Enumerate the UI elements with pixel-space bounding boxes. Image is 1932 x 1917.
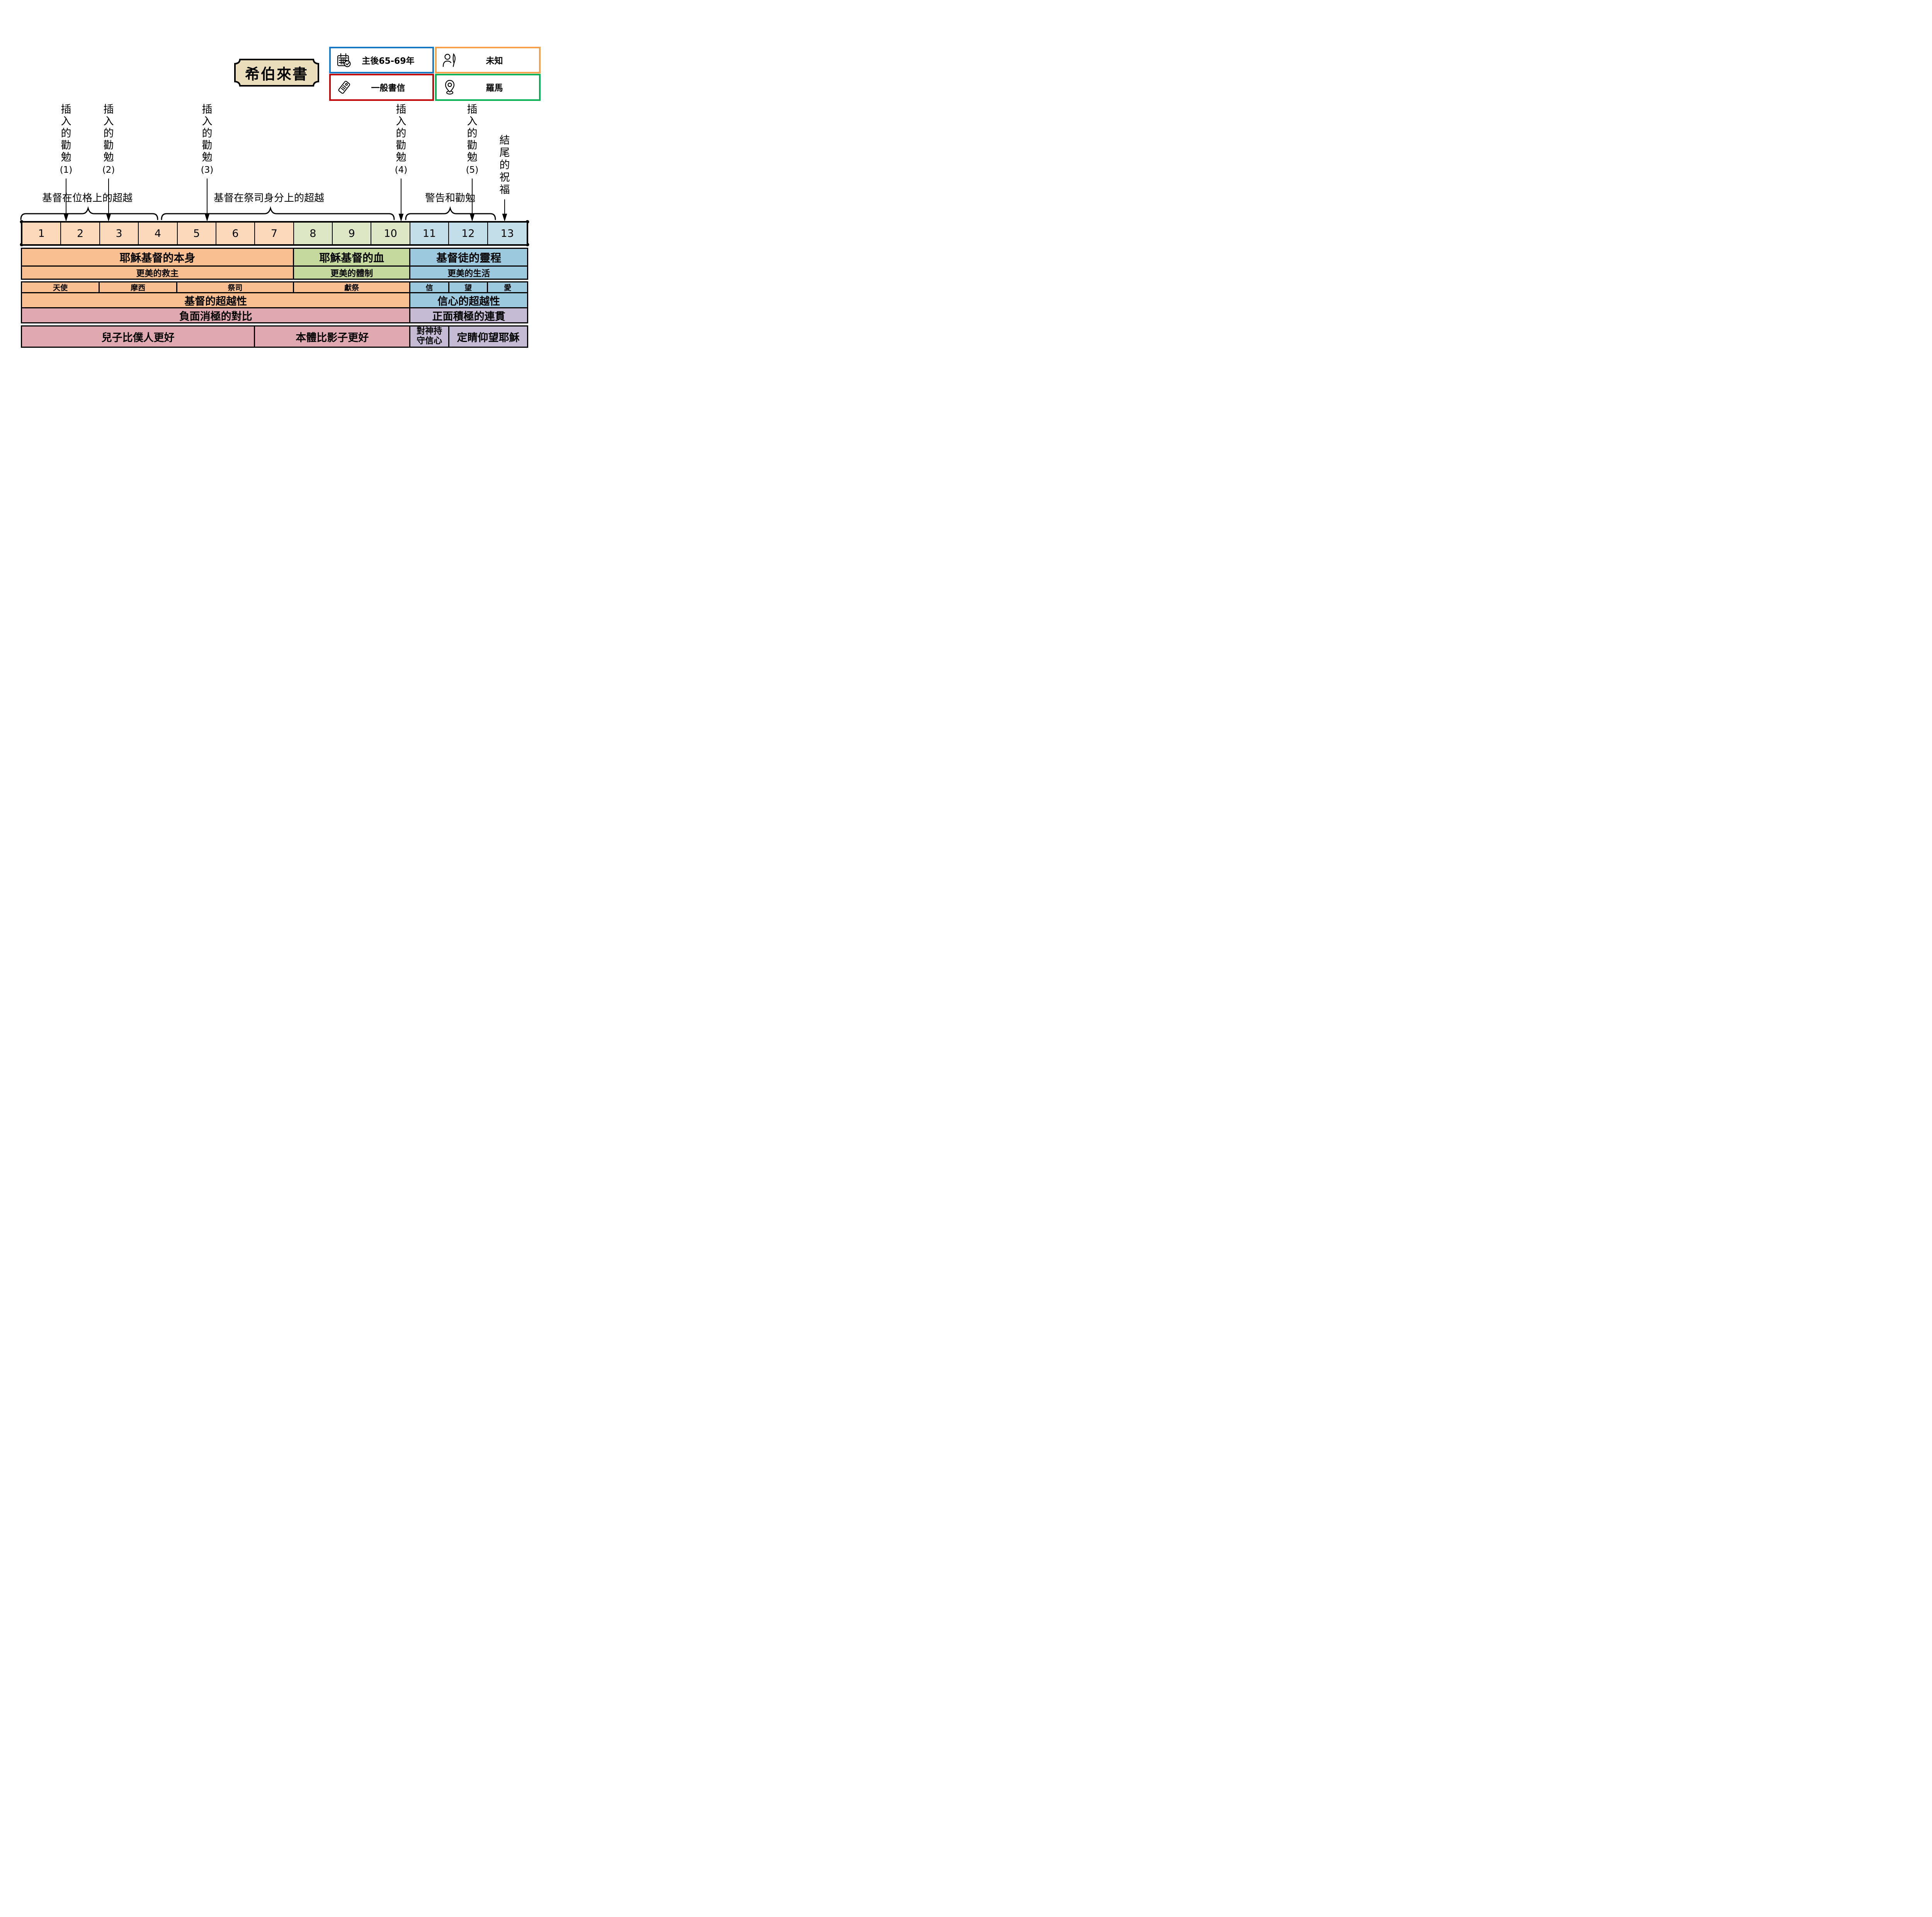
compare-cell-priest: 祭司 (177, 282, 294, 292)
page-title: 希伯來書 (245, 65, 308, 83)
chapter-cell-6: 6 (216, 223, 255, 244)
compare-cell-hope: 望 (449, 282, 488, 292)
closing-blessing-arrow (502, 199, 507, 222)
section-label-priesthood: 基督在祭司身分上的超越 (213, 192, 325, 204)
better-cell-savior: 更美的救主 (22, 267, 294, 279)
theme-cell-person: 耶穌基督的本身 (22, 249, 294, 265)
chapter-cell-9: 9 (333, 223, 372, 244)
insert-arrow-4 (398, 179, 404, 222)
theme-block: 耶穌基督的本身 耶穌基督的血 基督徒的靈程 更美的救主 更美的體制 更美的生活 (21, 248, 528, 280)
chapter-cell-3: 3 (100, 223, 139, 244)
insert-exhortation-label-3: 插入的勸勉 (3) (201, 104, 214, 175)
theme-cell-walk: 基督徒的靈程 (410, 249, 527, 265)
genre-label: 一般書信 (371, 83, 405, 93)
chapter-cell-10: 10 (371, 223, 410, 244)
summary-cell-lookunto: 定睛仰望耶穌 (449, 327, 527, 347)
author-icon (442, 53, 457, 68)
closing-blessing-label: 結尾的祝福 (499, 134, 510, 196)
insert-exhortation-label-2: 插入的勸勉 (2) (102, 104, 115, 175)
summary-row: 兒子比僕人更好 本體比影子更好 對神持守信心 定睛仰望耶穌 (22, 327, 527, 347)
contrast-row: 負面消極的對比 正面積極的連貫 (22, 307, 527, 322)
insert-exhortation-label-5: 插入的勸勉 (5) (466, 104, 479, 175)
compare-cell-moses: 摩西 (100, 282, 178, 292)
theme-row: 耶穌基督的本身 耶穌基督的血 基督徒的靈程 (22, 249, 527, 265)
section-bracket-2 (161, 206, 395, 220)
meta-box-genre: 一般書信 (329, 74, 434, 101)
section-bracket-3 (405, 206, 496, 220)
chapter-cell-8: 8 (294, 223, 333, 244)
insert-arrow-3 (204, 179, 210, 222)
compare-cell-angels: 天使 (22, 282, 100, 292)
date-label: 主後65-69年 (362, 56, 415, 66)
chapter-cell-7: 7 (255, 223, 294, 244)
chapter-cell-2: 2 (61, 223, 100, 244)
compare-cell-sacrifice: 獻祭 (294, 282, 411, 292)
author-label: 未知 (486, 56, 503, 66)
contrast-cell-positive: 正面積極的連貫 (410, 308, 527, 322)
better-row: 更美的救主 更美的體制 更美的生活 (22, 265, 527, 279)
chapter-row-block: 1 2 3 4 5 6 7 8 9 10 11 12 13 (21, 221, 528, 246)
supremacy-cell-christ: 基督的超越性 (22, 293, 411, 307)
supremacy-cell-faith: 信心的超越性 (410, 293, 527, 307)
insert-exhortation-label-1: 插入的勸勉 (1) (60, 104, 73, 175)
insert-exhortation-label-4: 插入的勸勉 (4) (395, 104, 408, 175)
summary-cell-son: 兒子比僕人更好 (22, 327, 255, 347)
chapter-cell-4: 4 (139, 223, 178, 244)
section-label-warning: 警告和勸勉 (425, 192, 476, 204)
summary-block: 兒子比僕人更好 本體比影子更好 對神持守信心 定睛仰望耶穌 (21, 325, 528, 348)
chapter-cell-12: 12 (449, 223, 488, 244)
compare-row: 天使 摩西 祭司 獻祭 信 望 愛 (22, 282, 527, 292)
chapter-cell-1: 1 (22, 223, 61, 244)
summary-cell-substance: 本體比影子更好 (255, 327, 411, 347)
place-label: 羅馬 (486, 83, 503, 93)
chapter-cell-13: 13 (488, 223, 527, 244)
book-title-plaque: 希伯來書 (234, 58, 320, 87)
better-cell-system: 更美的體制 (294, 267, 411, 279)
better-cell-life: 更美的生活 (410, 267, 527, 279)
section-label-person: 基督在位格上的超越 (42, 192, 133, 204)
theme-cell-blood: 耶穌基督的血 (294, 249, 411, 265)
calendar-icon (336, 53, 352, 68)
hebrews-overview-chart: 希伯來書 主後65-69年 未知 (0, 0, 542, 383)
comparison-block: 天使 摩西 祭司 獻祭 信 望 愛 基督的超越性 信心的超越性 負面消極的對比 … (21, 281, 528, 323)
tag-icon (336, 80, 352, 95)
compare-cell-faith: 信 (410, 282, 449, 292)
chapter-cell-5: 5 (177, 223, 216, 244)
meta-box-place: 羅馬 (435, 74, 541, 101)
section-bracket-1 (20, 206, 158, 220)
plaque-shape (234, 59, 319, 87)
location-pin-icon (442, 80, 457, 95)
meta-box-date: 主後65-69年 (329, 47, 434, 73)
supremacy-row: 基督的超越性 信心的超越性 (22, 292, 527, 307)
chapter-row: 1 2 3 4 5 6 7 8 9 10 11 12 13 (22, 223, 527, 244)
chapter-cell-11: 11 (410, 223, 449, 244)
compare-cell-love: 愛 (488, 282, 527, 292)
contrast-cell-negative: 負面消極的對比 (22, 308, 411, 322)
meta-box-author: 未知 (435, 47, 541, 73)
summary-cell-holdfast: 對神持守信心 (410, 327, 449, 347)
